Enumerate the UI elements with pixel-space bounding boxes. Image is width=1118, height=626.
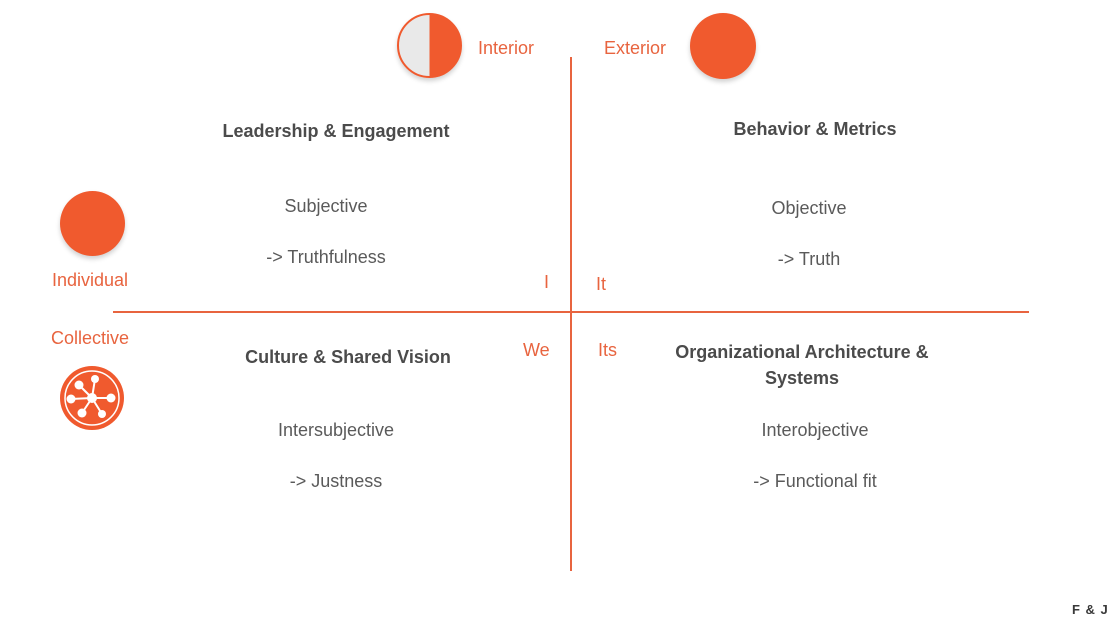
lower-left-line1: Intersubjective: [277, 420, 395, 440]
half-circle-icon: [397, 13, 462, 78]
lower-right-heading-line2: Systems: [764, 368, 840, 388]
collective-label: Collective: [51, 328, 130, 348]
interior-label: Interior: [478, 38, 535, 58]
quadrant-marker-we: We: [523, 340, 550, 360]
quadrant-marker-i: I: [544, 272, 550, 292]
upper-left-line2: -> Truthfulness: [266, 247, 386, 267]
lower-left-heading: Culture & Shared Vision: [245, 347, 451, 367]
quadrant-marker-it: It: [596, 274, 607, 294]
network-icon: [57, 363, 127, 433]
vertical-axis: [570, 57, 572, 571]
quadrant-marker-its: Its: [598, 340, 618, 360]
lower-right-line1: Interobjective: [761, 420, 869, 440]
full-circle-icon: [690, 13, 756, 79]
upper-right-line1: Objective: [771, 198, 847, 218]
lower-left-line2: -> Justness: [289, 471, 383, 491]
horizontal-axis: [113, 311, 1029, 313]
individual-label: Individual: [52, 270, 129, 290]
brand-mark: F & J: [1072, 602, 1109, 617]
upper-right-line2: -> Truth: [777, 249, 841, 269]
exterior-label: Exterior: [604, 38, 667, 58]
lower-right-line2: -> Functional fit: [753, 471, 877, 491]
upper-left-line1: Subjective: [284, 196, 368, 216]
upper-left-heading: Leadership & Engagement: [222, 121, 450, 141]
upper-right-heading: Behavior & Metrics: [733, 119, 897, 139]
individual-circle-icon: [60, 191, 125, 256]
lower-right-heading-line1: Organizational Architecture &: [675, 342, 929, 362]
